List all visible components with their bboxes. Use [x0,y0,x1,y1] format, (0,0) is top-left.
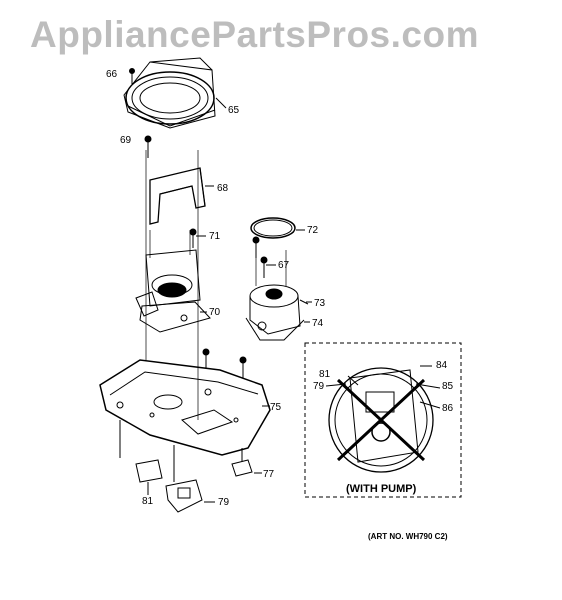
callout-81: 81 [142,496,154,507]
pump-73-74-drawing [245,284,312,341]
assembly-guide-lines [145,150,287,420]
callout-85: 85 [442,381,454,392]
screw-66-drawing [129,68,135,84]
callout-75: 75 [270,402,282,413]
callout-73: 73 [314,298,326,309]
screw-67-drawing [252,236,276,278]
base-75-drawing [99,359,271,456]
cover-65-drawing [123,57,227,129]
callout-84: 84 [436,360,448,371]
inset-pump-box [304,342,462,498]
callout-79: 79 [218,497,230,508]
motor-70-drawing [135,249,211,333]
callout-79-inset: 79 [313,381,325,392]
callout-66: 66 [106,69,118,80]
callout-70: 70 [209,307,221,318]
callout-67: 67 [278,260,290,271]
clip-77-drawing [231,448,262,477]
callout-74: 74 [312,318,324,329]
art-number: (ART NO. WH790 C2) [368,532,448,541]
callout-77: 77 [263,469,275,480]
callout-71: 71 [209,231,221,242]
bracket-68-drawing [149,167,214,225]
callout-81-inset: 81 [319,369,331,380]
screw-71-drawing [189,228,206,248]
callout-65: 65 [228,105,240,116]
callout-86: 86 [442,403,454,414]
connector-81-drawing [119,420,163,495]
switch-79-drawing [165,445,215,513]
screw-69-drawing [144,135,152,158]
callout-69: 69 [120,135,132,146]
screws-base-drawing [202,348,247,378]
callout-72: 72 [307,225,319,236]
callout-68: 68 [217,183,229,194]
watermark-text: AppliancePartsPros.com [30,14,479,55]
inset-caption: (WITH PUMP) [346,483,417,495]
oring-72-drawing [250,217,305,239]
